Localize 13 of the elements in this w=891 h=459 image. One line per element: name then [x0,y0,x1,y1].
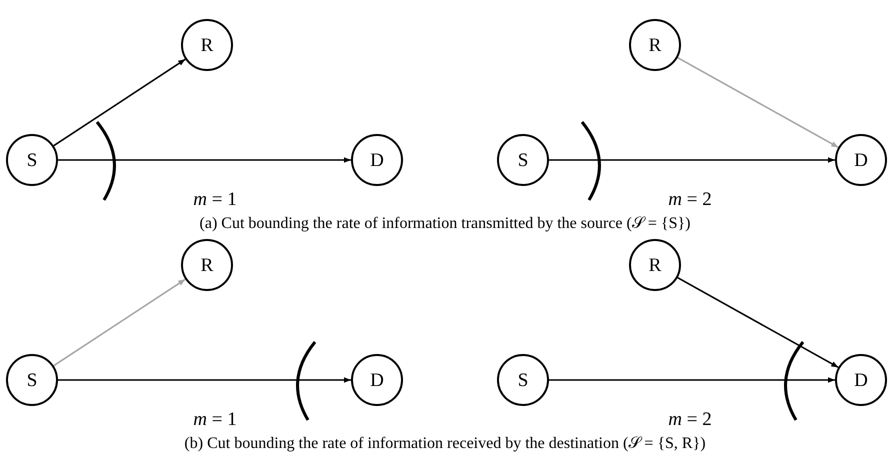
arrow [58,157,351,163]
arrow [677,56,839,148]
arrow [58,377,351,383]
subfigure-caption: (a) Cut bounding the rate of information transmitted by the source (𝒮 = {S}) [200,214,690,234]
cut-label: m = 2 [668,408,712,432]
arrow [549,157,835,163]
cut-label: m = 1 [193,188,237,212]
cut-label: m = 1 [193,408,237,432]
arrow [53,278,186,366]
cut-label: m = 2 [668,188,712,212]
subfigure-caption: (b) Cut bounding the rate of information received by the destination (𝒮 = {S, R}) [184,434,706,454]
arrow [53,58,186,146]
arrow [549,377,835,383]
